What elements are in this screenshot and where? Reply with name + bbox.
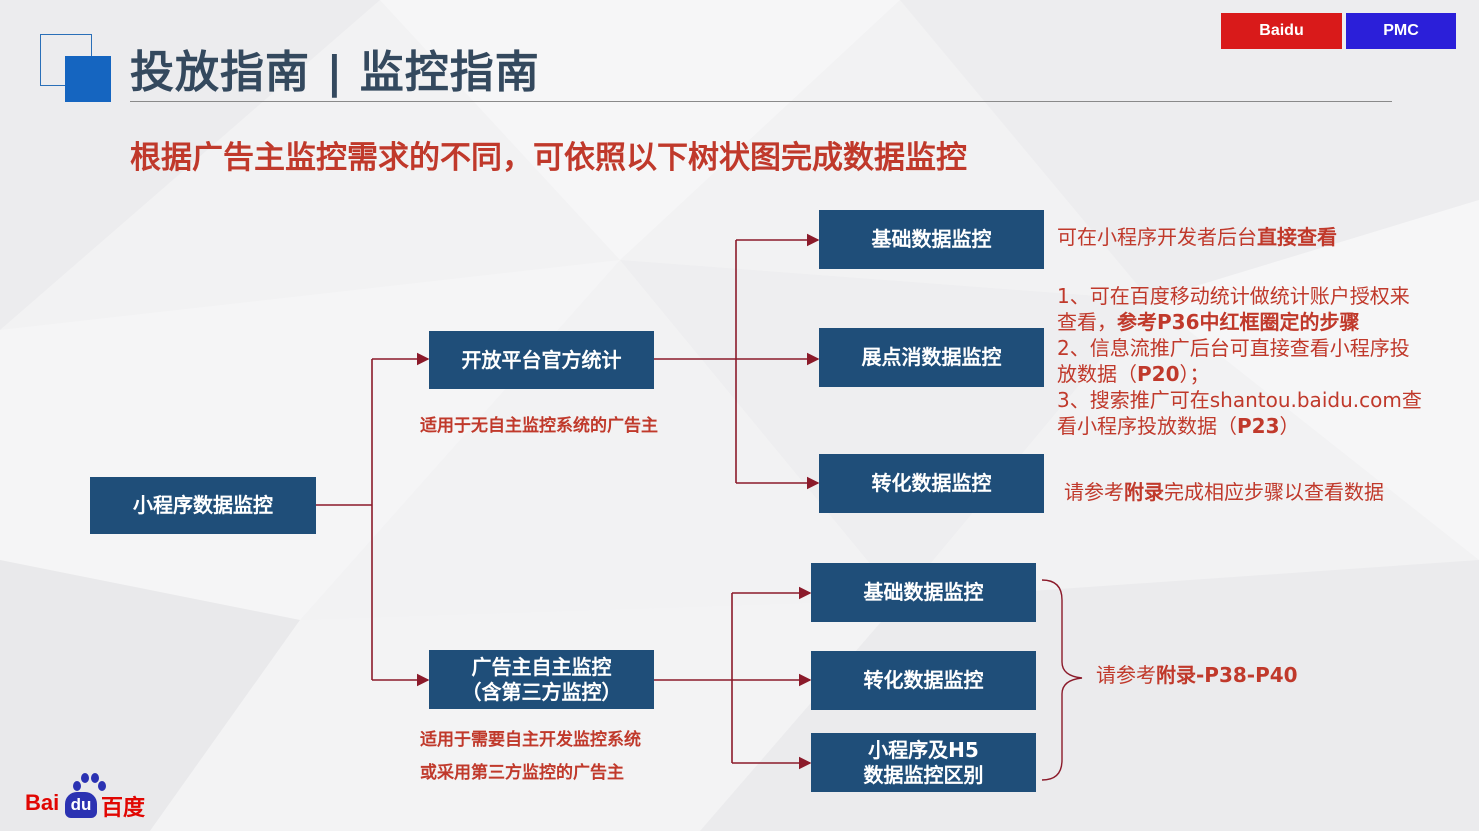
title-divider xyxy=(130,101,1392,102)
grouping-brace xyxy=(1041,579,1083,781)
self-h5-line1: 小程序及H5 xyxy=(868,737,979,762)
official-stats-note: 适用于无自主监控系统的广告主 xyxy=(420,416,658,436)
self-h5-line2: 数据监控区别 xyxy=(863,762,984,787)
display-desc-line5: 3、搜索推广可在shantou.baidu.com查 xyxy=(1057,388,1422,412)
display-desc-line4: 放数据（P20）； xyxy=(1057,362,1210,386)
official-display-node: 展点消数据监控 xyxy=(819,328,1044,387)
self-h5-node: 小程序及H5 数据监控区别 xyxy=(811,733,1036,792)
logo-bai: Bai xyxy=(25,790,60,815)
title-decoration-fill xyxy=(65,56,111,102)
self-monitor-note-line1: 适用于需要自主开发监控系统 xyxy=(420,730,641,750)
page-subtitle: 根据广告主监控需求的不同，可依照以下树状图完成数据监控 xyxy=(130,140,967,176)
self-monitor-note-line2: 或采用第三方监控的广告主 xyxy=(420,763,624,783)
display-desc-line2: 查看，参考P36中红框圈定的步骤 xyxy=(1057,310,1360,334)
baidu-logo: Bai du 百度 xyxy=(25,772,155,822)
display-desc-line3: 2、信息流推广后台可直接查看小程序投 xyxy=(1057,336,1410,360)
display-description: 1、可在百度移动统计做统计账户授权来 查看，参考P36中红框圈定的步骤 2、信息… xyxy=(1057,283,1457,439)
official-stats-node: 开放平台官方统计 xyxy=(429,331,654,389)
logo-cn: 百度 xyxy=(101,795,146,820)
conversion-description: 请参考附录完成相应步骤以查看数据 xyxy=(1064,480,1384,504)
paw-icon xyxy=(73,773,106,791)
root-node: 小程序数据监控 xyxy=(90,477,316,534)
baidu-tag: Baidu xyxy=(1221,13,1342,49)
self-basic-node: 基础数据监控 xyxy=(811,563,1036,622)
official-conversion-node: 转化数据监控 xyxy=(819,454,1044,513)
page-title: 投放指南 | 监控指南 xyxy=(130,47,540,98)
display-desc-line6: 看小程序投放数据（P23） xyxy=(1057,414,1300,438)
basic-desc-text: 可在小程序开发者后台 xyxy=(1057,225,1257,249)
basic-desc-bold: 直接查看 xyxy=(1257,225,1337,249)
basic-description: 可在小程序开发者后台直接查看 xyxy=(1057,224,1337,250)
self-monitor-node: 广告主自主监控 （含第三方监控） xyxy=(429,650,654,709)
conversion-desc-bold: 附录 xyxy=(1124,480,1164,504)
self-conversion-node: 转化数据监控 xyxy=(811,651,1036,710)
self-description: 请参考附录-P38-P40 xyxy=(1096,663,1298,687)
display-desc-line1: 1、可在百度移动统计做统计账户授权来 xyxy=(1057,284,1410,308)
self-monitor-line2: （含第三方监控） xyxy=(461,679,622,704)
self-monitor-line1: 广告主自主监控 xyxy=(471,654,612,679)
self-desc-bold: 附录-P38-P40 xyxy=(1156,663,1298,687)
official-basic-node: 基础数据监控 xyxy=(819,210,1044,269)
logo-du: du xyxy=(65,792,97,818)
pmc-tag: PMC xyxy=(1346,13,1456,49)
